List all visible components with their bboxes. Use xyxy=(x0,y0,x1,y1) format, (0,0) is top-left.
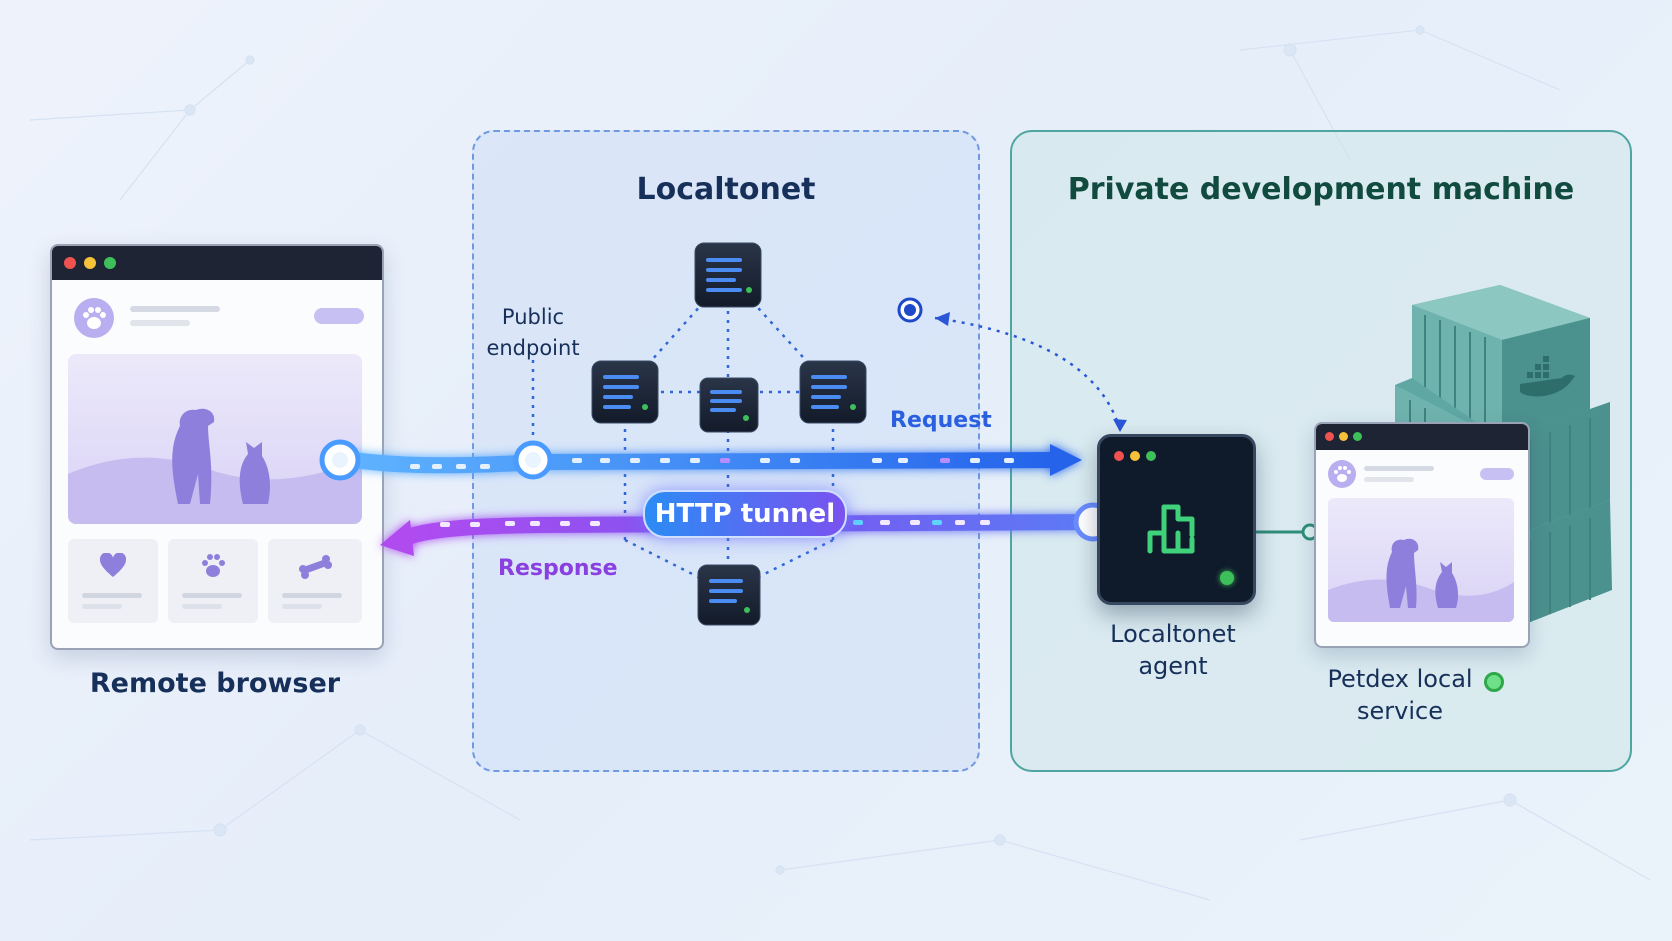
maximize-dot xyxy=(1353,432,1362,441)
maximize-dot xyxy=(1146,451,1156,461)
server-center xyxy=(699,377,759,433)
card-pets xyxy=(168,539,258,623)
server-right xyxy=(799,360,867,424)
maximize-dot xyxy=(104,257,116,269)
container-top xyxy=(1412,285,1590,440)
header-text-line xyxy=(1364,477,1414,482)
card-treats xyxy=(268,539,362,623)
localtonet-agent-label: Localtonet agent xyxy=(1078,618,1268,682)
public-endpoint-label: Public endpoint xyxy=(470,302,596,364)
browser-endpoint-node xyxy=(319,439,361,481)
paw-icon xyxy=(74,298,114,338)
response-label: Response xyxy=(498,556,618,581)
minimize-dot xyxy=(1339,432,1348,441)
header-text-line xyxy=(130,320,190,326)
remote-browser-window xyxy=(50,244,384,650)
paw-icon xyxy=(1328,460,1356,488)
close-dot xyxy=(64,257,76,269)
service-label-line1: Petdex local xyxy=(1327,665,1473,693)
header-button xyxy=(314,308,364,324)
localtonet-link-icon xyxy=(1147,504,1195,554)
header-text-line xyxy=(1364,466,1434,471)
agent-label-line1: Localtonet xyxy=(1110,620,1236,648)
server-left xyxy=(591,360,659,424)
card-favorites xyxy=(68,539,158,623)
localtonet-cloud-group xyxy=(472,130,980,772)
remote-browser-label: Remote browser xyxy=(89,668,341,699)
public-endpoint-label-line1: Public xyxy=(501,305,565,329)
hero-image xyxy=(68,354,362,524)
service-hero-image xyxy=(1328,498,1514,622)
docker-whale-icon xyxy=(1520,356,1575,397)
http-tunnel-label: HTTP tunnel xyxy=(643,490,847,538)
petdex-service-window xyxy=(1314,422,1530,648)
agent-label-line2: agent xyxy=(1138,652,1208,680)
service-label-line2: service xyxy=(1357,697,1443,725)
localtonet-agent-box xyxy=(1097,434,1256,605)
public-endpoint-label-line2: endpoint xyxy=(486,336,580,360)
service-status-indicator xyxy=(1484,672,1504,692)
close-dot xyxy=(1325,432,1334,441)
heart-icon xyxy=(99,553,127,577)
header-text-line xyxy=(130,306,220,312)
localtonet-group-title: Localtonet xyxy=(636,172,816,207)
agent-status-indicator xyxy=(1220,571,1234,585)
bone-icon xyxy=(299,555,332,579)
control-channel-link xyxy=(897,297,1127,432)
public-endpoint-node xyxy=(513,440,553,480)
request-label: Request xyxy=(890,408,992,433)
agent-service-link xyxy=(1250,523,1319,541)
paw-icon xyxy=(202,554,225,577)
server-bottom xyxy=(697,564,761,626)
minimize-dot xyxy=(84,257,96,269)
private-machine-title: Private development machine xyxy=(1067,172,1575,207)
petdex-service-label: Petdex local service xyxy=(1290,663,1510,727)
browser-titlebar xyxy=(52,246,382,280)
server-top xyxy=(694,242,762,308)
header-button xyxy=(1480,468,1514,480)
service-titlebar xyxy=(1316,424,1528,450)
minimize-dot xyxy=(1130,451,1140,461)
close-dot xyxy=(1114,451,1124,461)
